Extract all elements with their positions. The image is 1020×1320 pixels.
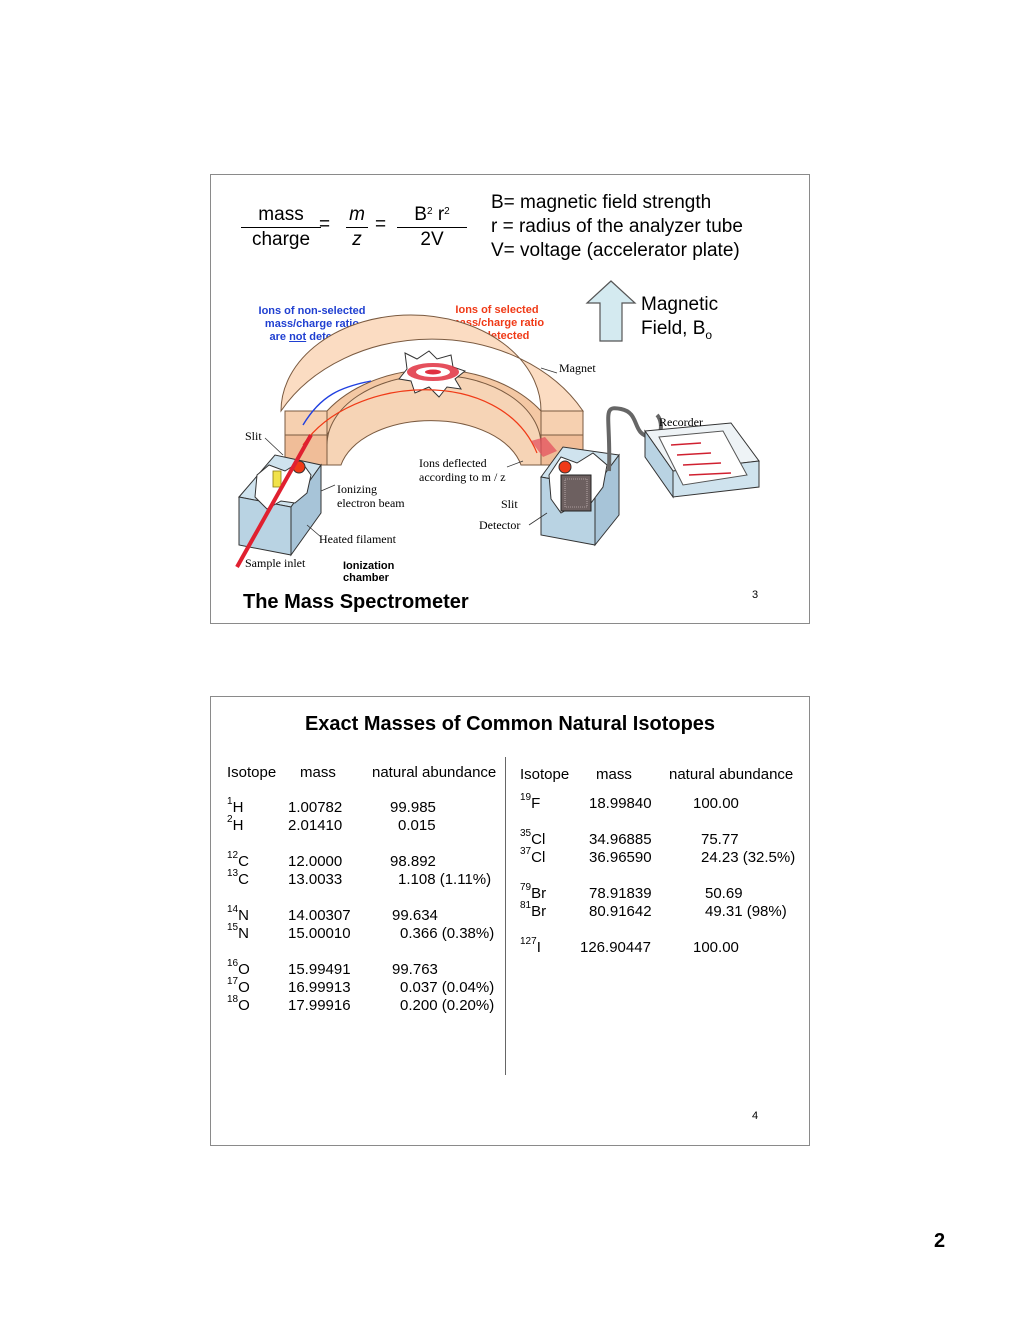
mass-cell: 17.99916 <box>288 997 351 1014</box>
mass-cell: 14.00307 <box>288 907 351 924</box>
mass-cell: 1.00782 <box>288 799 343 816</box>
fraction-bar <box>241 227 321 228</box>
slide-isotope-masses: Exact Masses of Common Natural Isotopes … <box>210 696 810 1146</box>
header-abundance: natural abundance <box>372 764 497 781</box>
slit-left-label: Slit <box>245 429 262 443</box>
abundance-cell: 0.200 (0.20%) <box>400 997 495 1014</box>
table-row: 79Br <box>520 882 547 902</box>
variable-definitions: B= magnetic field strength r = radius of… <box>491 191 743 263</box>
column-divider <box>505 757 506 1075</box>
table-row: 15N <box>227 922 249 942</box>
table-row: 19F <box>520 792 541 812</box>
slide-title: Exact Masses of Common Natural Isotopes <box>304 713 716 735</box>
header-isotope-right: Isotope <box>520 766 570 783</box>
page-number: 2 <box>934 1230 946 1252</box>
mass-cell: 16.99913 <box>288 979 351 996</box>
mass-cell: 13.0033 <box>288 871 343 888</box>
table-row: 13C <box>227 868 249 888</box>
formula-mass-charge: mass charge <box>241 203 321 252</box>
table-row: 12C <box>227 850 249 870</box>
definition-v: V= voltage (accelerator plate) <box>491 240 740 261</box>
recorder-label: Recorder <box>659 415 703 429</box>
formula-denominator: charge <box>251 229 311 250</box>
formula-b2r2: B2 r2 <box>414 204 450 225</box>
magnetic-field-label: Magnetic Field, Bo <box>641 294 719 342</box>
definition-r: r = radius of the analyzer tube <box>491 216 743 237</box>
formula-2v: 2V <box>420 229 444 250</box>
formula-b2r2-2v: B2 r2 2V <box>397 203 467 252</box>
ions-deflected-label-2: according to m / z <box>419 470 506 484</box>
table-row: 18O <box>227 994 250 1014</box>
slit-right-label: Slit <box>501 497 518 511</box>
equals-sign: = <box>319 214 331 235</box>
ionization-chamber-label: Ionization chamber <box>343 560 395 584</box>
table-row: 35Cl <box>520 828 546 848</box>
heated-filament-label: Heated filament <box>319 532 396 546</box>
table-row: 81Br <box>520 900 547 920</box>
mass-spectrometer-diagram <box>235 314 760 568</box>
formula-numerator: mass <box>258 204 304 225</box>
slide-mass-spectrometer: mass charge = m z = B2 r2 2V B= magnetic… <box>210 174 810 624</box>
abundance-cell: 0.366 (0.38%) <box>400 925 495 942</box>
abundance-cell: 49.31 (98%) <box>705 903 787 920</box>
mass-cell: 15.00010 <box>288 925 351 942</box>
table-row: 14N <box>227 904 249 924</box>
formula-m-z: m z <box>343 203 371 252</box>
header-mass-right: mass <box>596 766 632 783</box>
abundance-cell: 100.00 <box>693 939 739 956</box>
fraction-bar <box>397 227 467 228</box>
equals-sign: = <box>375 214 387 235</box>
electron-beam-label: electron beam <box>337 496 405 510</box>
selected-ions-label: Ions of selected mass/charge ratio are d… <box>449 304 545 342</box>
mass-cell: 2.01410 <box>288 817 343 834</box>
formula-m: m <box>349 204 365 225</box>
table-row: 2H <box>227 814 244 834</box>
ions-deflected-label: Ions deflected <box>419 456 487 470</box>
mass-cell: 126.90447 <box>580 939 651 956</box>
magnetic-field-arrow-icon <box>585 280 637 342</box>
header-abundance-right: natural abundance <box>669 766 794 783</box>
mass-cell: 34.96885 <box>589 831 652 848</box>
slide-title: The Mass Spectrometer <box>243 591 469 613</box>
header-mass: mass <box>300 764 336 781</box>
mass-cell: 15.99491 <box>288 961 351 978</box>
table-row: 1H <box>227 796 244 816</box>
table-row: 16O <box>227 958 250 978</box>
abundance-cell: 100.00 <box>693 795 739 812</box>
abundance-cell: 24.23 (32.5%) <box>701 849 796 866</box>
magnet-label: Magnet <box>559 361 596 375</box>
table-row: 37Cl <box>520 846 546 866</box>
definition-b: B= magnetic field strength <box>491 192 712 213</box>
mass-cell: 78.91839 <box>589 885 652 902</box>
abundance-cell: 99.634 <box>392 907 438 924</box>
slide-number: 3 <box>752 589 759 601</box>
mass-cell: 12.0000 <box>288 853 343 870</box>
abundance-cell: 75.77 <box>701 831 739 848</box>
sample-inlet-label: Sample inlet <box>245 556 306 570</box>
abundance-cell: 99.763 <box>392 961 438 978</box>
mass-cell: 18.99840 <box>589 795 652 812</box>
fraction-bar <box>346 227 368 228</box>
formula-z: z <box>352 229 362 250</box>
abundance-cell: 0.037 (0.04%) <box>400 979 495 996</box>
slide-number: 4 <box>752 1110 759 1122</box>
mass-cell: 36.96590 <box>589 849 652 866</box>
abundance-cell: 0.015 <box>398 817 436 834</box>
abundance-cell: 98.892 <box>390 853 436 870</box>
abundance-cell: 50.69 <box>705 885 743 902</box>
abundance-cell: 99.985 <box>390 799 436 816</box>
mass-cell: 80.91642 <box>589 903 652 920</box>
table-row: 17O <box>227 976 250 996</box>
abundance-cell: 1.108 (1.11%) <box>398 871 492 888</box>
header-isotope: Isotope <box>227 764 277 781</box>
ionizing-label: Ionizing <box>337 482 377 496</box>
table-row: 127I <box>520 936 541 956</box>
detector-label: Detector <box>479 518 521 532</box>
